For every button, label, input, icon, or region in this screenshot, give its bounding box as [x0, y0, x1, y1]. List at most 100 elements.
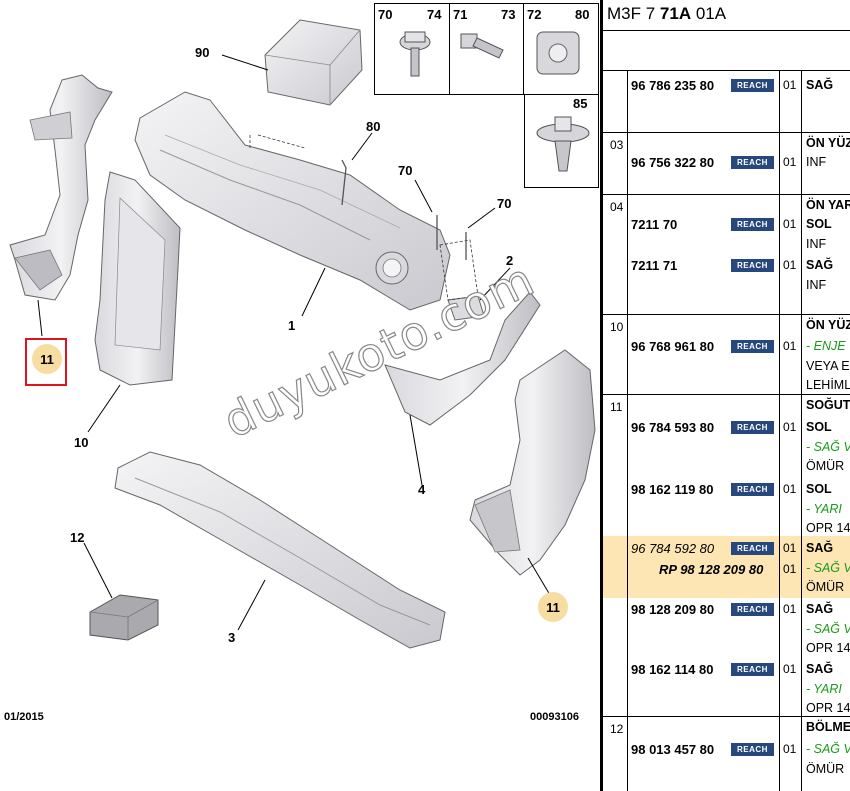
reach-badge: REACH [731, 79, 774, 92]
quantity: 01 [783, 662, 797, 676]
quantity: 01 [783, 742, 797, 756]
quantity: 01 [783, 562, 797, 576]
ref-suffix: 01A [695, 4, 727, 23]
callout-2: 2 [506, 253, 514, 268]
hardware-72: 72 [527, 7, 542, 22]
part-4 [384, 291, 541, 426]
description-line: LEHİML [806, 378, 850, 392]
description-line: ÖMÜR [806, 459, 845, 473]
screw-icon [460, 33, 504, 59]
description-line: SOĞUT [806, 398, 850, 412]
part-number: 96 768 961 80 [631, 339, 715, 354]
description-line: OPR 14 [806, 521, 850, 535]
leader-lines [37, 54, 551, 631]
callout-11-right: 11 [538, 592, 568, 622]
quantity: 01 [783, 541, 797, 555]
description-line: - ENJE [806, 339, 846, 353]
callout-11-left: 11 [32, 344, 62, 374]
part-12 [89, 594, 159, 641]
reach-badge: REACH [731, 483, 774, 496]
part-3 [114, 451, 446, 649]
flange-bolt-icon [399, 31, 431, 77]
callout-10: 10 [74, 435, 89, 450]
part-number: 98 162 119 80 [631, 482, 714, 497]
description-line: - SAĞ V [806, 742, 850, 756]
description-line: SOL [806, 482, 832, 496]
reach-badge: REACH [731, 542, 774, 555]
ref-prefix: M3F 7 [607, 4, 656, 23]
description-line: SAĞ [806, 662, 834, 676]
reach-badge: REACH [731, 603, 774, 616]
hardware-drawings [399, 31, 580, 77]
quantity: 01 [783, 258, 797, 272]
reference-title: M3F 7 71A 01A [607, 4, 726, 24]
group-number: 10 [610, 320, 624, 334]
quantity: 01 [783, 217, 797, 231]
reach-badge: REACH [731, 663, 774, 676]
highlighted-row [603, 536, 850, 598]
group-number: 03 [610, 138, 624, 152]
description-line: INF [806, 236, 827, 251]
description-line: - SAĞ V [806, 621, 850, 636]
description-line: BÖLME [806, 720, 850, 734]
description-line: ÖN YÜZ [806, 136, 850, 150]
group-number: 12 [610, 722, 624, 736]
highlight-box [25, 338, 67, 386]
part-number: RP 98 128 209 80 [659, 562, 764, 577]
part-number: 96 784 593 80 [631, 420, 715, 435]
part-number: 98 013 457 80 [631, 742, 715, 757]
quantity: 01 [783, 155, 797, 169]
part-number: 98 128 209 80 [631, 602, 715, 617]
part-1 [134, 91, 451, 311]
hardware-inset-85: 85 [524, 94, 599, 188]
callout-1: 1 [288, 318, 296, 333]
description-line: VEYA E [806, 358, 850, 373]
description-line: OPR 14 [806, 701, 850, 715]
description-line: SAĞ [806, 258, 834, 272]
callout-4: 4 [418, 482, 426, 497]
description-line: ÖMÜR [806, 761, 845, 776]
hardware-80: 80 [575, 7, 590, 22]
drawing-number: 00093106 [530, 711, 579, 723]
push-clip-icon [536, 116, 590, 172]
hardware-71: 71 [453, 7, 468, 22]
part-11-right [469, 349, 596, 576]
diagram-date: 01/2015 [4, 711, 44, 723]
part-number: 96 784 592 80 [631, 541, 715, 556]
description-line: SAĞ [806, 78, 834, 92]
part-11-left [9, 74, 113, 301]
callout-80: 80 [366, 119, 381, 134]
reach-badge: REACH [731, 743, 774, 756]
quantity: 01 [783, 482, 797, 496]
description-line: SAĞ [806, 541, 834, 555]
description-line: - SAĞ V [806, 560, 850, 575]
part-number: 7211 70 [631, 217, 678, 232]
hardware-73: 73 [501, 7, 516, 22]
hardware-70: 70 [378, 7, 393, 22]
reach-badge: REACH [731, 156, 774, 169]
description-line: SOL [806, 420, 832, 434]
part-number: 7211 71 [631, 258, 678, 273]
description-line: ÖMÜR [806, 580, 845, 594]
reach-badge: REACH [731, 340, 774, 353]
description-line: OPR 14 [806, 641, 850, 655]
ref-code: 71A [659, 4, 692, 23]
callout-70-a: 70 [398, 163, 413, 178]
hardware-85: 85 [573, 96, 588, 111]
description-line: - SAĞ V [806, 439, 850, 454]
quantity: 01 [783, 420, 797, 434]
hardware-inset-top: 70 74 71 73 72 80 [374, 3, 599, 95]
reach-badge: REACH [731, 421, 774, 434]
description-line: SAĞ [806, 602, 834, 616]
quantity: 01 [783, 602, 797, 616]
callout-3: 3 [228, 630, 236, 645]
part-number: 98 162 114 80 [631, 662, 714, 677]
description-line: SOL [806, 217, 832, 231]
quantity: 01 [783, 339, 797, 353]
description-line: - YARI [806, 681, 842, 696]
description-line: ÖN YÜZ [806, 318, 850, 332]
part-number: 96 786 235 80 [631, 78, 715, 93]
group-number: 11 [610, 400, 623, 414]
push-clip-drawing [536, 116, 590, 172]
reach-badge: REACH [731, 218, 774, 231]
